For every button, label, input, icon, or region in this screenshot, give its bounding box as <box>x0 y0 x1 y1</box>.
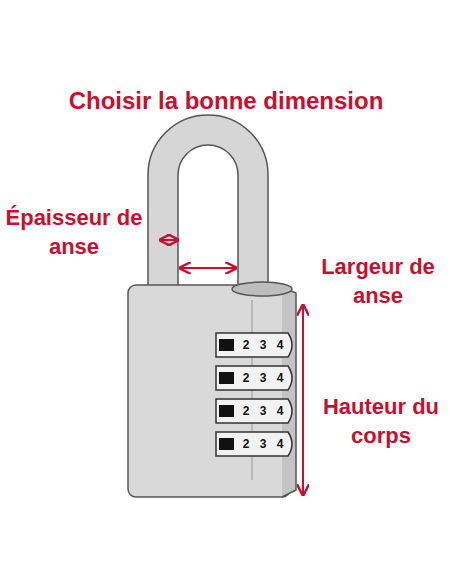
dial-wheel <box>216 399 292 423</box>
lock-body <box>128 285 290 497</box>
dimension-label: Largeur de anse <box>308 252 448 310</box>
dimension-label: Hauteur du corps <box>314 392 448 450</box>
dial-wheels <box>216 333 292 456</box>
dial-digit: 2 <box>240 338 252 352</box>
dial-slot <box>219 372 234 384</box>
dial-digit: 2 <box>240 371 252 385</box>
dial-digit: 4 <box>274 371 286 385</box>
shackle-collar <box>232 282 292 296</box>
height-arrow <box>302 305 304 495</box>
dial-digit: 3 <box>257 371 269 385</box>
dial-wheel <box>216 366 292 390</box>
dial-slot <box>219 438 234 450</box>
shackle <box>148 115 268 292</box>
dial-slot <box>219 405 234 417</box>
dial-digit: 4 <box>274 338 286 352</box>
dial-slot <box>219 339 234 351</box>
body-side <box>282 287 296 497</box>
width-arrow <box>180 267 236 269</box>
dimension-label: Épaisseur de anse <box>2 203 146 261</box>
dial-digit: 4 <box>274 437 286 451</box>
dial-digit: 3 <box>257 338 269 352</box>
dial-digit: 2 <box>240 437 252 451</box>
dial-digit: 2 <box>240 404 252 418</box>
dial-digit: 3 <box>257 404 269 418</box>
dial-digit: 3 <box>257 437 269 451</box>
title: Choisir la bonne dimension <box>0 86 452 116</box>
dial-wheel <box>216 432 292 456</box>
thickness-arrow <box>160 239 178 241</box>
dial-digit: 4 <box>274 404 286 418</box>
dial-wheel <box>216 333 292 357</box>
